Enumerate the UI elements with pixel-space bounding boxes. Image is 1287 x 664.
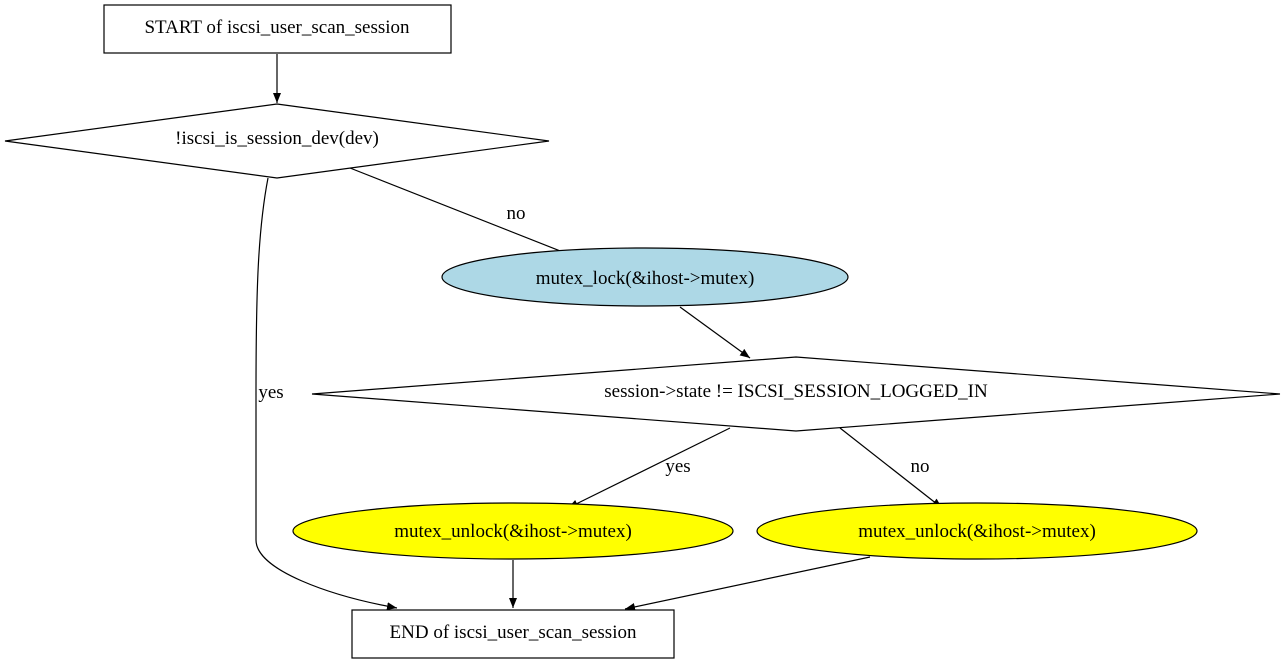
node-lock: mutex_lock(&ihost->mutex) [441,247,849,307]
edge-label-cond2-yes: yes [665,456,690,477]
edge-lock-to-cond2 [679,306,751,359]
edge-cond1-to-lock [349,167,579,259]
cond2-diamond [311,356,1281,432]
start-label: START of iscsi_user_scan_session [144,17,410,38]
unlock-no-ellipse [756,502,1198,560]
unlock-yes-ellipse [292,502,734,560]
end-box [351,609,675,659]
node-end: END of iscsi_user_scan_session [351,609,675,659]
start-box [103,4,452,54]
node-cond2: session->state != ISCSI_SESSION_LOGGED_I… [311,356,1281,432]
end-label: END of iscsi_user_scan_session [390,622,637,643]
lock-label: mutex_lock(&ihost->mutex) [536,268,755,289]
lock-ellipse [441,247,849,307]
unlock-no-label: mutex_unlock(&ihost->mutex) [858,521,1096,542]
cond2-label: session->state != ISCSI_SESSION_LOGGED_I… [604,381,988,402]
cond1-label: !iscsi_is_session_dev(dev) [175,128,379,149]
edge-cond2-to-unlock-no [839,427,943,509]
node-unlock-yes: mutex_unlock(&ihost->mutex) [292,502,734,560]
edge-labels: no yes yes no [258,203,929,477]
edge-label-cond1-no: no [507,203,526,224]
edge-unlock-no-to-end [624,556,871,611]
node-unlock-no: mutex_unlock(&ihost->mutex) [756,502,1198,560]
cond1-diamond [4,103,550,179]
node-cond1: !iscsi_is_session_dev(dev) [4,103,550,179]
edges [255,54,943,611]
edge-cond2-to-unlock-yes [567,427,731,509]
edge-cond1-to-end [255,177,398,611]
edge-label-cond1-yes: yes [258,382,283,403]
unlock-yes-label: mutex_unlock(&ihost->mutex) [394,521,632,542]
edge-label-cond2-no: no [911,456,930,477]
node-start: START of iscsi_user_scan_session [103,4,452,54]
